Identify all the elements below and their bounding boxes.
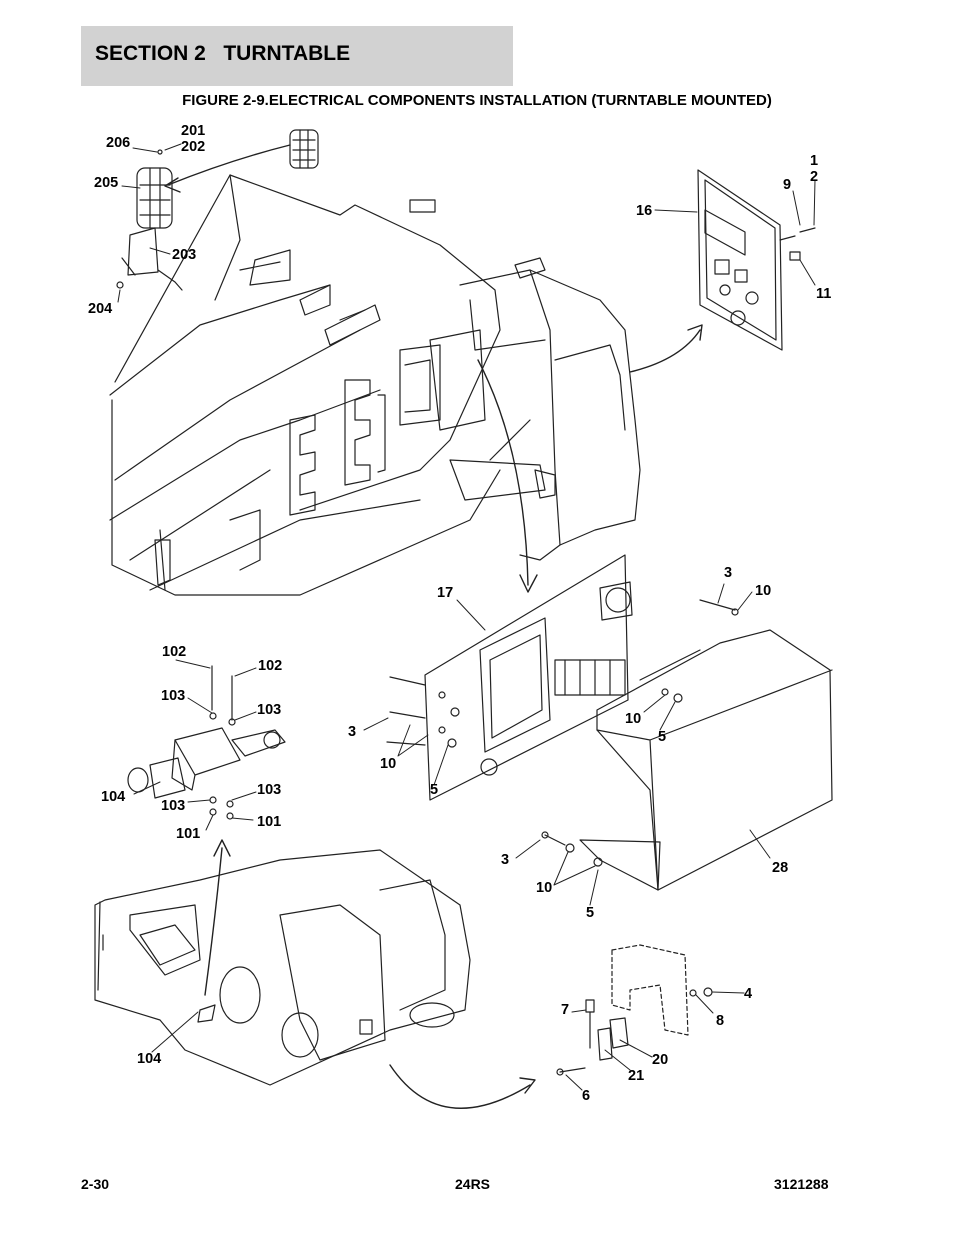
callout-label: 205 bbox=[94, 175, 119, 191]
callout-label: 5 bbox=[658, 729, 667, 745]
turntable-frame bbox=[94, 849, 471, 1086]
callout-label: 103 bbox=[257, 782, 282, 798]
callout-label: 21 bbox=[628, 1068, 645, 1084]
callout-label: 5 bbox=[430, 782, 439, 798]
callout-label: 102 bbox=[258, 658, 283, 674]
callout-label: 3 bbox=[724, 565, 733, 581]
callout-label: 204 bbox=[88, 301, 113, 317]
callout-label: 1 bbox=[810, 153, 819, 169]
callout-label: 206 bbox=[106, 135, 131, 151]
ground-control-box bbox=[697, 169, 816, 351]
callout-label: 16 bbox=[636, 203, 653, 219]
callout-label: 3 bbox=[501, 852, 510, 868]
callout-label: 5 bbox=[586, 905, 595, 921]
main-control-box bbox=[386, 554, 633, 801]
callout-label: 104 bbox=[137, 1051, 162, 1067]
callout-label: 203 bbox=[172, 247, 197, 263]
callout-label: 101 bbox=[176, 826, 201, 842]
callout-label: 103 bbox=[161, 798, 186, 814]
callout-label: 102 bbox=[162, 644, 187, 660]
sensor-bracket bbox=[556, 944, 713, 1076]
switch-assembly bbox=[127, 665, 286, 820]
page-number: 2-30 bbox=[81, 1176, 110, 1192]
callout-label: 10 bbox=[536, 880, 553, 896]
callout-label: 2 bbox=[810, 169, 819, 185]
callout-label: 104 bbox=[101, 789, 126, 805]
callout-label: 101 bbox=[257, 814, 282, 830]
callout-label: 28 bbox=[772, 860, 789, 876]
document-number: 3121288 bbox=[774, 1176, 829, 1192]
callout-label: 103 bbox=[257, 702, 282, 718]
callout-label: 10 bbox=[755, 583, 772, 599]
callout-label: 202 bbox=[181, 139, 206, 155]
model-name: 24RS bbox=[455, 1176, 491, 1192]
leader-lines bbox=[117, 143, 816, 1091]
section-title: SECTION 2 TURNTABLE bbox=[95, 42, 351, 65]
callout-label: 201 bbox=[181, 123, 206, 139]
callout-label: 17 bbox=[437, 585, 454, 601]
callout-label: 11 bbox=[816, 286, 832, 302]
callout-label: 20 bbox=[652, 1052, 669, 1068]
box-cover bbox=[541, 599, 833, 891]
callout-label: 8 bbox=[716, 1013, 725, 1029]
callout-label: 6 bbox=[582, 1088, 591, 1104]
callout-label: 10 bbox=[380, 756, 397, 772]
figure-title: FIGURE 2-9.ELECTRICAL COMPONENTS INSTALL… bbox=[182, 92, 772, 109]
callout-label: 7 bbox=[561, 1002, 570, 1018]
beacon-assembly bbox=[116, 129, 319, 291]
callout-label: 4 bbox=[744, 986, 753, 1002]
callout-label: 3 bbox=[348, 724, 357, 740]
callout-label: 103 bbox=[161, 688, 186, 704]
turntable-assembly bbox=[109, 174, 641, 596]
callout-label: 9 bbox=[783, 177, 792, 193]
callout-label: 10 bbox=[625, 711, 642, 727]
section-header-box bbox=[81, 26, 513, 86]
